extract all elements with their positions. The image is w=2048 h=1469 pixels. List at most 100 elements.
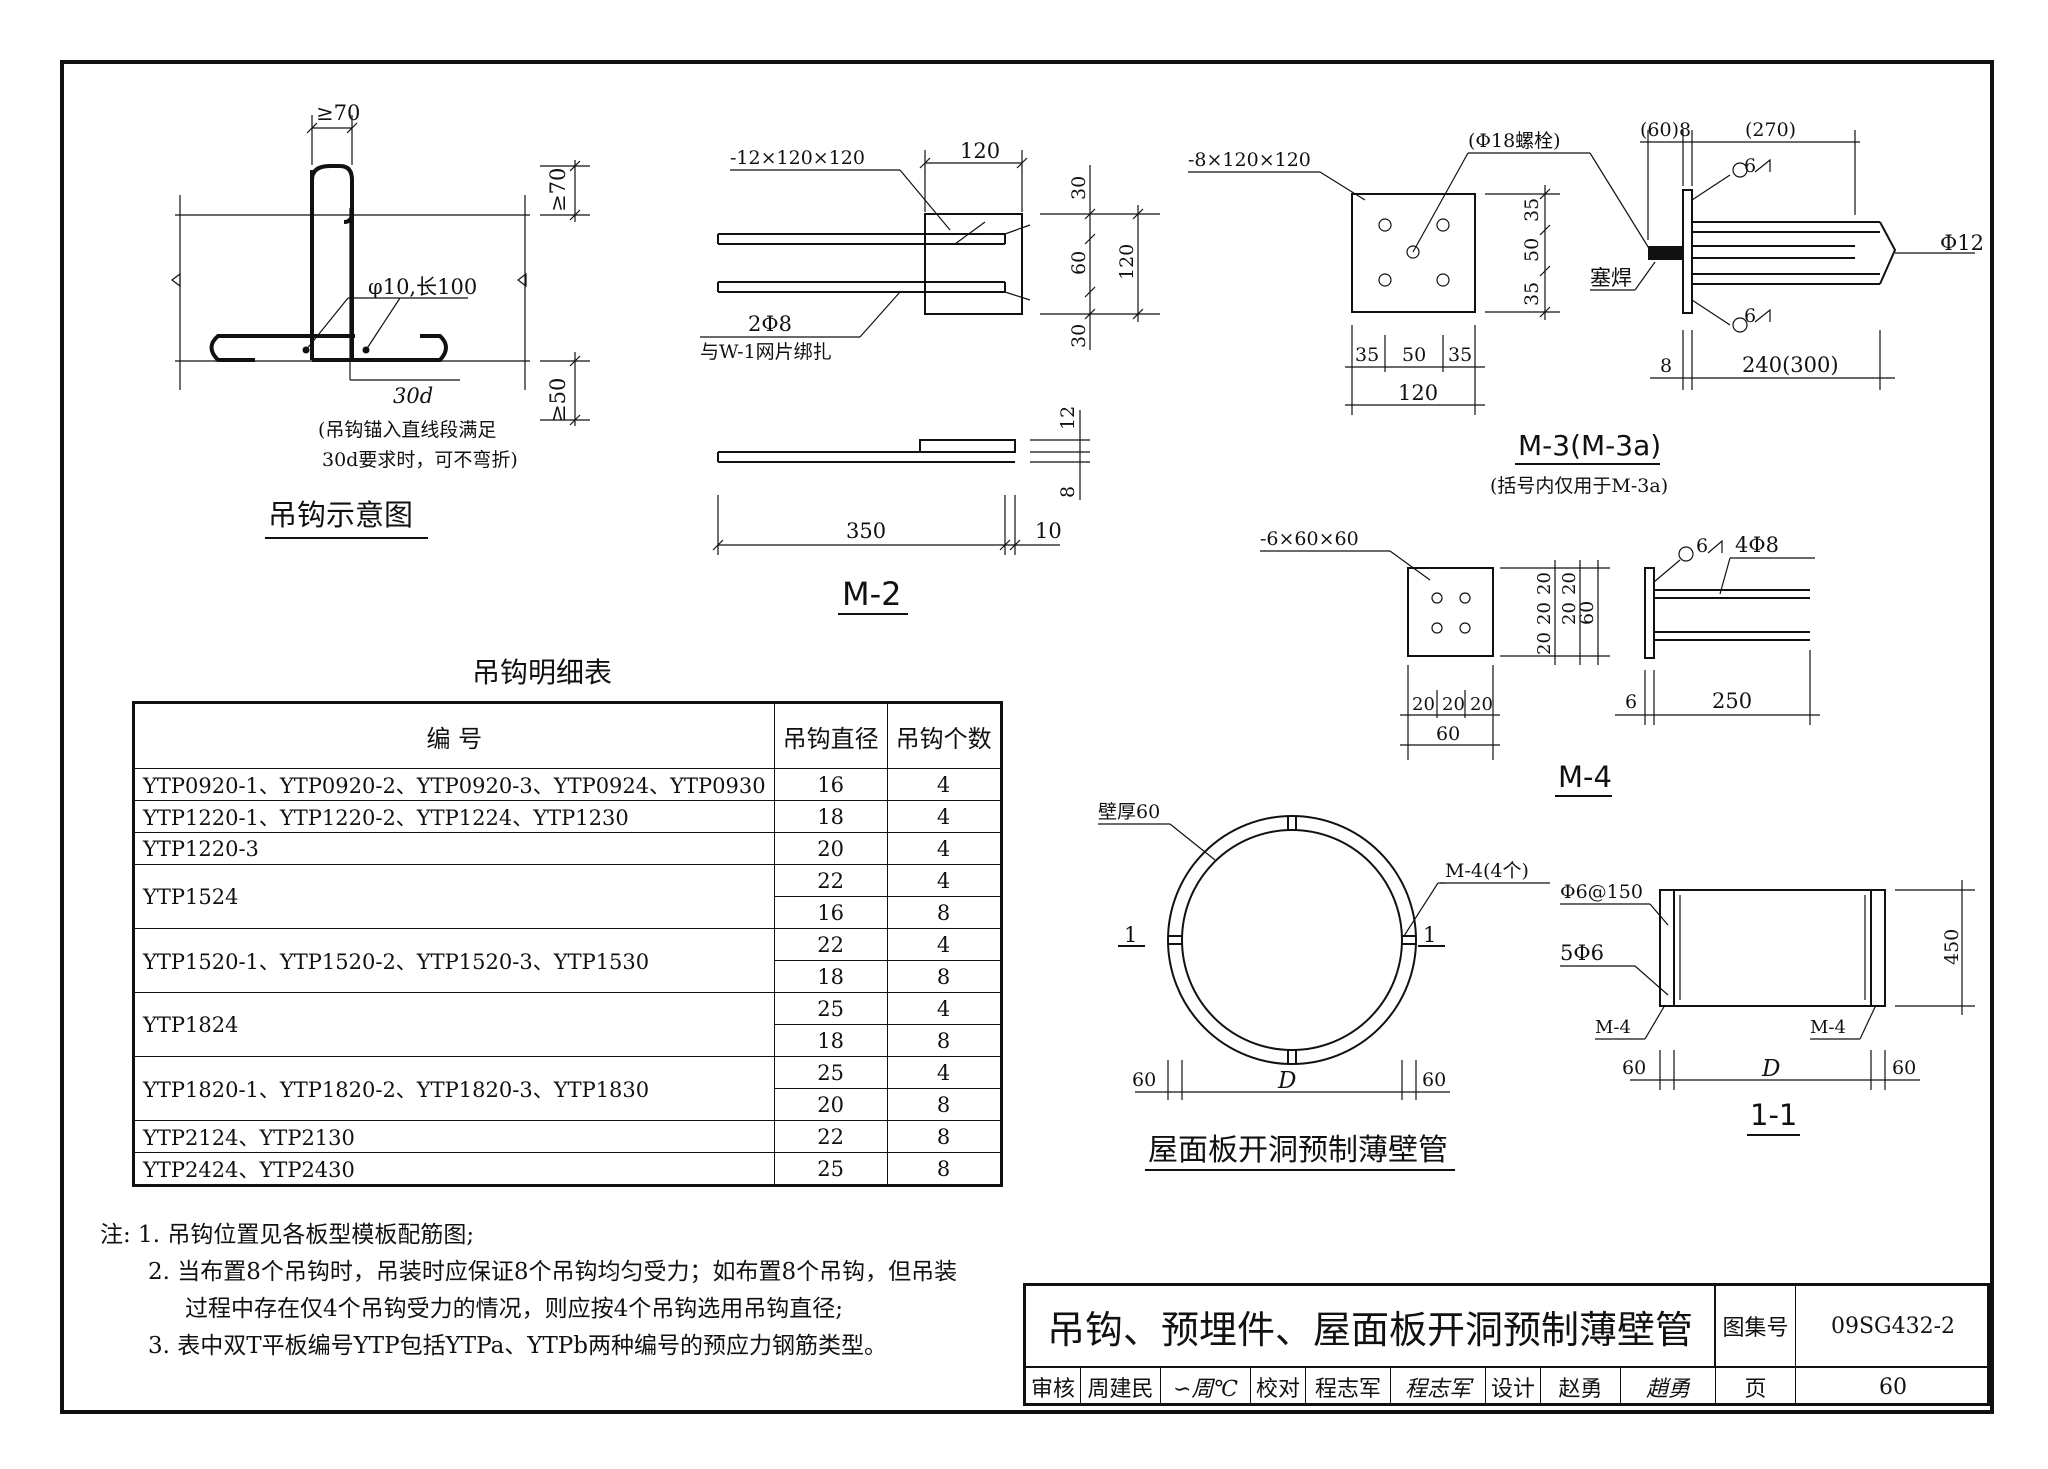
atlas-label: 图集号 <box>1716 1286 1796 1368</box>
table-row: YTP0920-1、YTP0920-2、YTP0920-3、YTP0924、YT… <box>133 768 1002 801</box>
pipe-cut-right: 1 <box>1423 923 1436 947</box>
m3-weld-b: 6 <box>1744 305 1756 327</box>
m2-dim-30a: 30 <box>1068 176 1090 200</box>
m3-dim-60-8: (60)8 <box>1640 119 1691 141</box>
m2-dim-120-top: 120 <box>960 139 1000 163</box>
note-1: 注: 1. 吊钩位置见各板型模板配筋图; <box>100 1222 475 1248</box>
hook-diagram: ≥70 ≥70 ≥50 φ10,长100 30d (吊钩锚入直线段满足 30d要… <box>171 101 590 539</box>
m4-dim-20a: 20 <box>1534 572 1555 595</box>
reviewer: 周建民 <box>1081 1368 1161 1406</box>
m3-plate: -8×120×120 <box>1188 149 1311 171</box>
m2-dim-60: 60 <box>1068 251 1090 275</box>
note-2-cont: 过程中存在仅4个吊钩受力的情况，则应按4个吊钩选用吊钩直径; <box>185 1296 844 1322</box>
row-count: 4 <box>886 1056 1002 1089</box>
m3-bar: Φ12 <box>1940 231 1984 255</box>
m2-title: M-2 <box>842 575 902 613</box>
row-code: YTP0920-1、YTP0920-2、YTP0920-3、YTP0924、YT… <box>133 768 775 801</box>
hook-dim-top: ≥70 <box>546 168 570 212</box>
row-diameter: 25 <box>773 1056 888 1089</box>
m2-dim-350: 350 <box>846 519 886 543</box>
pipe-wall: 壁厚60 <box>1098 801 1160 823</box>
section-dim-d: D <box>1761 1056 1780 1082</box>
page-label: 页 <box>1716 1368 1796 1406</box>
table-title: 吊钩明细表 <box>472 656 612 689</box>
row-count: 4 <box>886 800 1002 833</box>
row-count: 8 <box>886 1120 1002 1153</box>
m4-title: M-4 <box>1558 760 1612 794</box>
row-diameter: 18 <box>773 800 888 833</box>
m4-dim-250: 250 <box>1712 689 1752 713</box>
section-dim-60-right: 60 <box>1892 1057 1916 1079</box>
row-count: 4 <box>886 864 1002 897</box>
m4-dim-20e: 20 <box>1559 602 1580 625</box>
row-diameter: 22 <box>773 928 888 961</box>
design-label: 设计 <box>1486 1368 1541 1406</box>
section-m4-right: M-4 <box>1810 1017 1846 1038</box>
header-diameter: 吊钩直径 <box>773 702 888 769</box>
m3-dim-35d: 35 <box>1448 344 1472 366</box>
hook-bar-label: φ10,长100 <box>368 275 477 299</box>
sheet-border <box>60 60 1994 1414</box>
section-m4-left: M-4 <box>1595 1017 1631 1038</box>
m4-dim-60h: 60 <box>1436 723 1460 745</box>
row-code: YTP2124、YTP2130 <box>133 1120 775 1153</box>
m3-detail: -8×120×120 (Φ18螺栓) 35 50 35 35 50 35 120 <box>1188 119 1984 497</box>
m2-dim-12: 12 <box>1057 406 1079 430</box>
page-no: 60 <box>1879 1374 1907 1400</box>
title-block: 吊钩、预埋件、屋面板开洞预制薄壁管 图集号 09SG432-2 审核 周建民 ∽… <box>1023 1283 1990 1406</box>
section-stirrup: Φ6@150 <box>1560 881 1643 903</box>
atlas-no: 09SG432-2 <box>1796 1286 1990 1368</box>
m3-dim-8: 8 <box>1660 355 1672 377</box>
row-code: YTP1220-3 <box>133 832 775 865</box>
row-diameter: 25 <box>773 1152 888 1186</box>
m2-plate: -12×120×120 <box>730 147 865 169</box>
row-count: 8 <box>886 1152 1002 1186</box>
m2-dim-120-side: 120 <box>1116 244 1138 280</box>
row-diameter: 22 <box>773 1120 888 1153</box>
section-title: 1-1 <box>1750 1098 1797 1132</box>
m4-dim-20h: 20 <box>1470 694 1493 715</box>
pipe-dim-60-left: 60 <box>1132 1069 1156 1091</box>
row-diameter: 20 <box>773 1088 888 1121</box>
m3-dim-120: 120 <box>1398 381 1438 405</box>
note-2: 2. 当布置8个吊钩时，吊装时应保证8个吊钩均匀受力；如布置8个吊钩，但吊装 <box>148 1259 958 1285</box>
m3-dim-35b: 35 <box>1521 282 1543 306</box>
hook-dim-width: ≥70 <box>316 101 360 125</box>
m3-dim-35c: 35 <box>1355 344 1379 366</box>
m3-title: M-3(M-3a) <box>1518 429 1661 462</box>
m3-dim-50v: 50 <box>1521 238 1543 262</box>
m4-dim-20b: 20 <box>1534 602 1555 625</box>
hook-detail-table: 编 号 吊钩直径 吊钩个数 YTP0920-1、YTP0920-2、YTP092… <box>132 701 1003 1187</box>
m2-dim-10: 10 <box>1035 519 1062 543</box>
m4-dim-60v: 60 <box>1576 601 1598 625</box>
note-3: 3. 表中双T平板编号YTP包括YTPa、YTPb两种编号的预应力钢筋类型。 <box>148 1333 887 1359</box>
row-diameter: 16 <box>773 896 888 929</box>
m4-dim-20c: 20 <box>1534 632 1555 655</box>
m3-bolt: (Φ18螺栓) <box>1468 130 1561 152</box>
designer: 赵勇 <box>1541 1368 1621 1406</box>
review-label: 审核 <box>1026 1368 1081 1406</box>
hook-diagram-title: 吊钩示意图 <box>268 498 413 532</box>
hook-anchor-len: 30d <box>393 384 433 408</box>
m3-weld-a: 6 <box>1744 155 1756 177</box>
header-count: 吊钩个数 <box>886 702 1002 769</box>
check-label: 校对 <box>1251 1368 1306 1406</box>
m2-dim-30b: 30 <box>1068 324 1090 348</box>
pipe-plan: 壁厚60 M-4(4个) 1 1 60 D 60 屋面板开洞预制薄壁管 <box>1098 801 1550 1171</box>
row-count: 4 <box>886 768 1002 801</box>
header-code: 编 号 <box>133 702 775 769</box>
section-bars: 5Φ6 <box>1560 941 1604 965</box>
m4-dim-6: 6 <box>1625 691 1637 713</box>
checker: 程志军 <box>1306 1368 1391 1406</box>
